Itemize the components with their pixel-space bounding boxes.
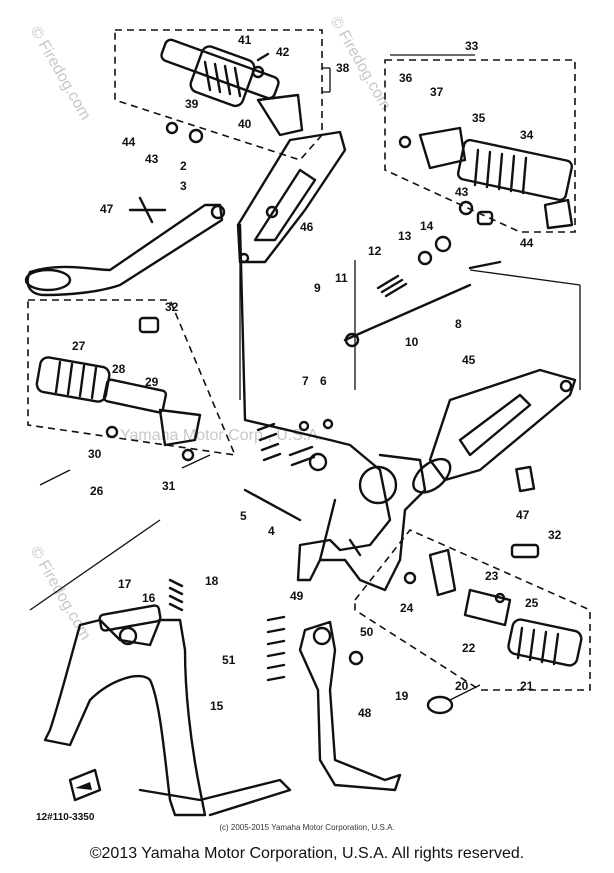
part-label: 35 [472, 111, 486, 125]
part-label: 39 [185, 97, 199, 111]
watermark-top-left: © Firedog.com [27, 24, 94, 124]
part-label: 36 [399, 71, 413, 85]
part-label: 12 [368, 244, 382, 258]
part-label: 21 [520, 679, 534, 693]
part-label: 8 [455, 317, 462, 331]
part-label: 50 [360, 625, 374, 639]
part-label: 40 [238, 117, 252, 131]
part-number-labels: 2 3 4 5 6 7 8 9 10 11 12 13 14 15 16 17 … [36, 33, 562, 823]
part-label: 18 [205, 574, 219, 588]
part-label: 17 [118, 577, 132, 591]
part-label: 11 [335, 271, 348, 285]
part-label: 48 [358, 706, 372, 720]
part-label: 32 [548, 528, 562, 542]
drawing-number: 12#110-3350 [36, 812, 95, 823]
part-label: 44 [520, 236, 534, 250]
part-label: 37 [430, 85, 444, 99]
part-label: 4 [268, 524, 275, 538]
part-label: 30 [88, 447, 102, 461]
group-boxes [27, 29, 591, 691]
part-label: 32 [165, 300, 179, 314]
part-label: 33 [465, 39, 479, 53]
part-label: 45 [462, 353, 476, 367]
watermark-center: Yamaha Motor Corp., U.S.A. [120, 427, 322, 444]
part-label: 2 [180, 159, 187, 173]
part-label: 6 [320, 374, 327, 388]
footrest-right-assy [403, 543, 583, 715]
part-label: 10 [405, 335, 419, 349]
part-label: 19 [395, 689, 409, 703]
footrest-left-assy [35, 316, 202, 462]
group-box-33 [384, 59, 576, 233]
springs-center [243, 418, 334, 522]
watermark-left: © Firedog.com [27, 544, 94, 644]
group-box-38 [114, 29, 323, 161]
brake-rod [343, 235, 502, 348]
part-label: 9 [314, 281, 321, 295]
part-label: 25 [525, 596, 539, 610]
part-label: 47 [100, 202, 114, 216]
part-label: 47 [516, 508, 530, 522]
part-label: 26 [90, 484, 104, 498]
part-label: 7 [302, 374, 309, 388]
part-label: 44 [122, 135, 136, 149]
part-label: 23 [485, 569, 499, 583]
part-label: 3 [180, 179, 187, 193]
small-copyright: (c) 2005-2015 Yamaha Motor Corporation, … [219, 823, 395, 832]
part-label: 15 [210, 699, 224, 713]
part-label: 31 [162, 479, 176, 493]
main-copyright: ©2013 Yamaha Motor Corporation, U.S.A. A… [89, 845, 525, 862]
part-label: 16 [142, 591, 156, 605]
part-label: 38 [336, 61, 350, 75]
part-label: 22 [462, 641, 476, 655]
group-box-20 [354, 529, 591, 691]
footrest-top-right [398, 126, 574, 230]
footrest-top-left [160, 38, 304, 144]
part-label: 43 [145, 152, 159, 166]
main-stand [43, 578, 292, 817]
part-label: 20 [455, 679, 469, 693]
frame-center [238, 223, 452, 592]
part-label: 14 [420, 219, 434, 233]
bracket-45 [428, 368, 577, 493]
part-label: 42 [276, 45, 290, 59]
part-label: 29 [145, 375, 159, 389]
part-label: 28 [112, 362, 126, 376]
part-label: 5 [240, 509, 247, 523]
bracket-46 [236, 130, 347, 264]
side-stand [266, 615, 402, 792]
part-label: 43 [455, 185, 469, 199]
brake-pedal [24, 196, 226, 297]
part-label: 49 [290, 589, 304, 603]
part-label: 51 [222, 653, 236, 667]
part-label: 13 [398, 229, 412, 243]
part-label: 41 [238, 33, 252, 47]
front-arrow-icon [68, 768, 102, 802]
part-label: 27 [72, 339, 86, 353]
part-label: 34 [520, 128, 534, 142]
part-label: 46 [300, 220, 314, 234]
part-label: 24 [400, 601, 414, 615]
leader-lines [29, 54, 581, 701]
